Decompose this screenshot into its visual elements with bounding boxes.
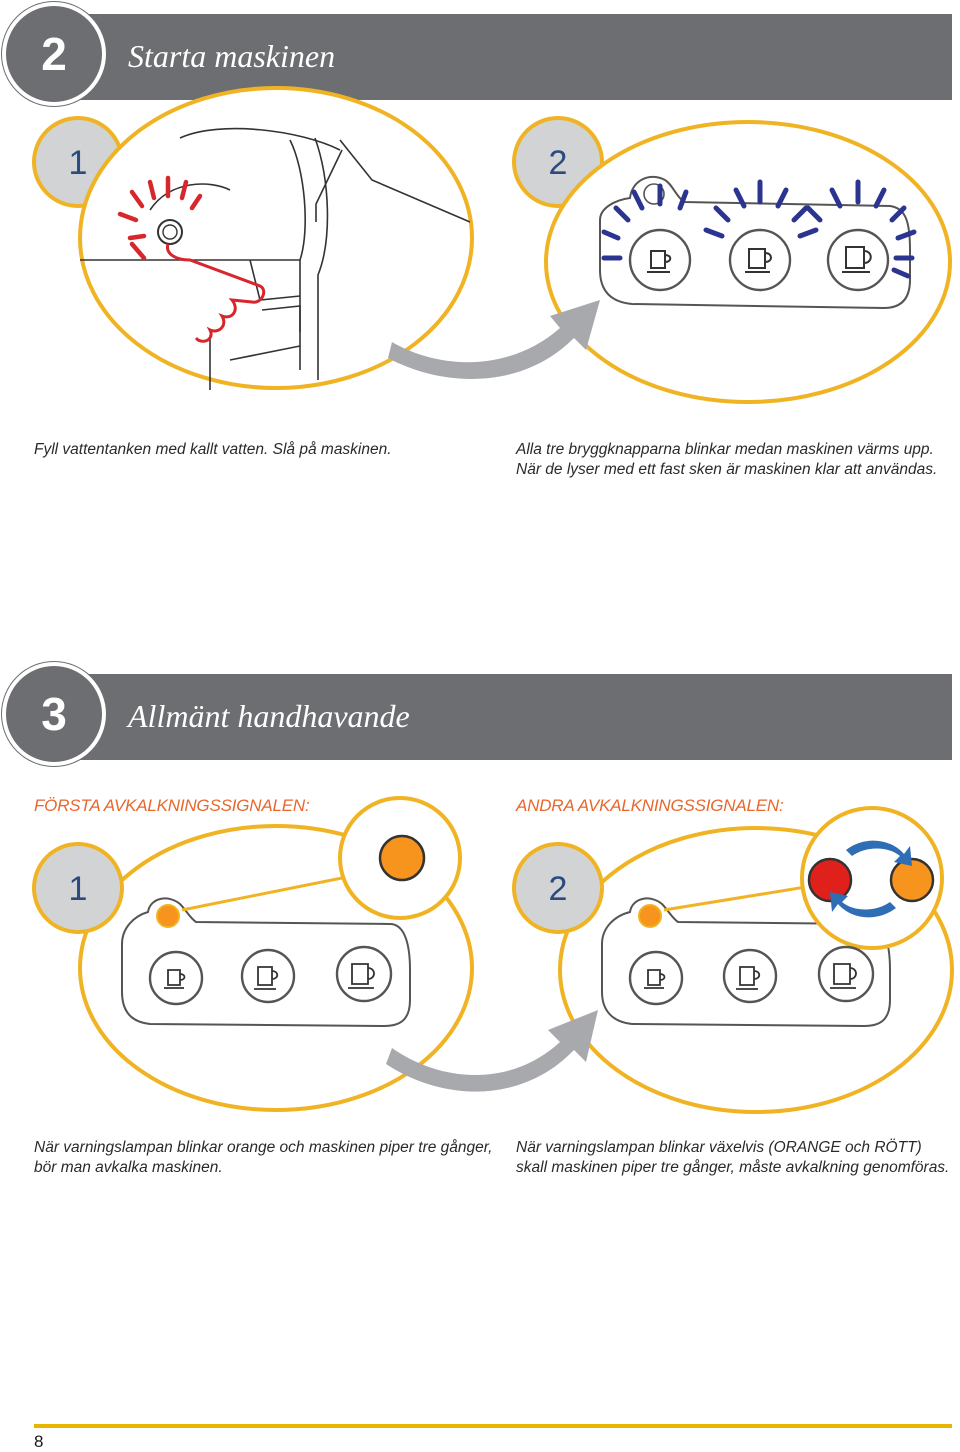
first-descale-signal-label: FÖRSTA AVKALKNINGSSIGNALEN:	[34, 796, 310, 815]
step-1-caption-text: Fyll vattentanken med kallt vatten. Slå …	[34, 441, 392, 458]
section-2-number-badge	[2, 2, 106, 106]
brew-button-medium	[722, 948, 778, 1004]
warning-lamp-red-zoom	[807, 857, 853, 903]
section-2-number: 2	[41, 28, 67, 80]
signal-2-badge: 2	[512, 842, 604, 934]
brew-button-large	[335, 945, 393, 1003]
section-3-header: 3 Allmänt handhavande	[0, 660, 960, 770]
brew-button-small	[628, 950, 684, 1006]
lamp-zoom-callout-2	[800, 806, 944, 950]
brew-button-small	[148, 950, 204, 1006]
section-2-header: 2 Starta maskinen	[0, 0, 960, 110]
next-signal-arrow-icon	[386, 1010, 598, 1092]
step-1-callout	[78, 86, 474, 390]
footer-rule	[34, 1424, 952, 1428]
step-2-number: 2	[549, 144, 568, 182]
signal-2-caption: När varningslampan blinkar växelvis (ORA…	[516, 1138, 949, 1178]
step-1-caption: Fyll vattentanken med kallt vatten. Slå …	[34, 440, 392, 460]
signal-2-number: 2	[549, 870, 568, 908]
warning-lamp-orange-zoom	[889, 857, 935, 903]
brew-button-medium	[728, 228, 792, 292]
press-rays	[117, 175, 203, 261]
section-3-illustrations: 1 2	[32, 796, 954, 1114]
warning-lamp-orange-small	[638, 904, 662, 928]
signal-1-badge: 1	[32, 842, 124, 934]
second-descale-signal-label: ANDRA AVKALKNINGSSIGNALEN:	[516, 796, 784, 815]
page-number: 8	[34, 1432, 44, 1451]
section-2-title: Starta maskinen	[128, 38, 336, 74]
warning-lamp-icon	[643, 183, 665, 205]
section-3-title: Allmänt handhavande	[128, 698, 410, 734]
alternate-arrow-bottom-icon	[830, 892, 896, 918]
signal-1-number: 1	[69, 870, 88, 908]
signal-1-caption-line-1: När varningslampan blinkar orange och ma…	[34, 1139, 493, 1156]
signal-1-caption: När varningslampan blinkar orange och ma…	[34, 1138, 492, 1178]
section-3-header-bar	[60, 674, 952, 760]
step-2-caption-line-2: När de lyser med ett fast sken är maskin…	[516, 461, 938, 478]
alternate-arrow-top-icon	[846, 840, 912, 866]
warning-lamp-orange-small	[156, 904, 180, 928]
step-1-number: 1	[69, 144, 88, 182]
next-step-arrow-icon	[388, 300, 600, 379]
machine-side-drawing	[80, 127, 471, 390]
section-2-illustrations: 1 2	[32, 86, 952, 404]
signal-2-caption-line-2: skall maskinen piper tre gånger, måste a…	[516, 1159, 950, 1176]
section-2-header-bar	[60, 14, 952, 100]
step-2-caption: Alla tre bryggknapparna blinkar medan ma…	[516, 440, 937, 480]
signal-1-caption-line-2: bör man avkalka maskinen.	[34, 1159, 223, 1176]
power-button-icon	[157, 219, 183, 245]
section-3-number-badge	[2, 662, 106, 766]
brew-button-medium	[240, 948, 296, 1004]
warning-lamp-orange-zoom	[378, 834, 426, 882]
brew-button-large	[817, 945, 875, 1003]
step-2-caption-line-1: Alla tre bryggknapparna blinkar medan ma…	[516, 441, 934, 458]
brew-button-large	[826, 228, 890, 292]
signal-2-caption-line-1: När varningslampan blinkar växelvis (ORA…	[516, 1139, 922, 1156]
pointing-finger-icon	[166, 243, 266, 343]
brew-button-small	[628, 228, 692, 292]
blink-rays	[601, 179, 917, 279]
section-3-number: 3	[41, 688, 67, 740]
